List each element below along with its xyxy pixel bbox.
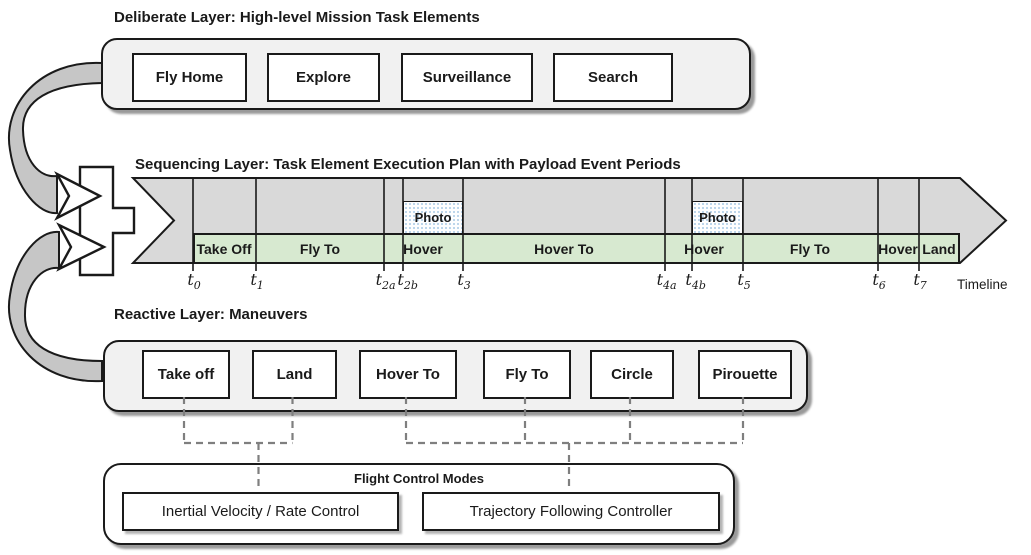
segment-label-take-off: Take Off [196, 241, 252, 257]
photo-event-box-2: Photo [692, 201, 743, 234]
tick-label-t3: t3 [457, 270, 471, 293]
tick-sub: 7 [919, 279, 927, 293]
maneuver-box-pirouette: Pirouette [698, 350, 792, 399]
tick-label-t5: t5 [737, 270, 751, 293]
tick-label-t6: t6 [872, 270, 886, 293]
tick-sub: 2b [403, 279, 418, 293]
feedback-ribbon-bottom [7, 230, 103, 383]
tick-base: t [457, 270, 464, 289]
tick-base: t [656, 270, 664, 289]
tick-base: t [872, 270, 879, 289]
tick-base: t [737, 270, 744, 289]
tick-sub: 5 [743, 279, 751, 293]
reactive-layer-title: Reactive Layer: Maneuvers [114, 306, 308, 323]
tick-base: t [913, 270, 920, 289]
tick-base: t [187, 270, 194, 289]
ribbon-arrowhead-top-icon [54, 171, 103, 221]
tick-label-t2a: t2a [375, 270, 396, 293]
tick-label-t4a: t4a [656, 270, 677, 293]
tick-sub: 1 [256, 279, 264, 293]
tick-base: t [250, 270, 257, 289]
reactive-layer-container: Take off Land Hover To Fly To Circle Pir… [103, 340, 808, 412]
tick-sub: 2a [382, 279, 396, 293]
flight-control-title: Flight Control Modes [354, 471, 484, 486]
maneuver-box-fly-to: Fly To [483, 350, 571, 399]
segment-label-hover-3: Hover [878, 241, 918, 257]
tick-label-t7: t7 [913, 270, 927, 293]
task-box-surveillance: Surveillance [401, 53, 533, 102]
segment-label-hover-to: Hover To [534, 241, 594, 257]
timeline-axis-label: Timeline [957, 277, 1008, 292]
tick-sub: 4b [691, 279, 706, 293]
deliberate-layer-container: Fly Home Explore Surveillance Search [101, 38, 751, 110]
segment-label-land: Land [922, 241, 956, 257]
tick-sub: 6 [878, 279, 886, 293]
tick-label-t2b: t2b [397, 270, 418, 293]
segment-label-hover-2: Hover [684, 241, 724, 257]
deliberate-layer-title: Deliberate Layer: High-level Mission Tas… [114, 9, 480, 26]
maneuver-box-hover-to: Hover To [359, 350, 457, 399]
tick-sub: 3 [463, 279, 471, 293]
sequencing-layer-title: Sequencing Layer: Task Element Execution… [135, 156, 681, 173]
tick-label-t1: t1 [250, 270, 264, 293]
merge-connector [78, 165, 136, 277]
flight-control-container: Flight Control Modes Inertial Velocity /… [103, 463, 735, 545]
mode-box-trajectory-following: Trajectory Following Controller [422, 492, 720, 531]
task-box-fly-home: Fly Home [132, 53, 247, 102]
maneuver-box-take-off: Take off [142, 350, 230, 399]
ribbon-arrowhead-bottom-icon [56, 222, 107, 272]
feedback-ribbon-top [7, 61, 103, 215]
execution-plan-band [193, 233, 960, 264]
tick-base: t [685, 270, 692, 289]
tick-label-t4b: t4b [685, 270, 706, 293]
tick-sub: 0 [193, 279, 201, 293]
maneuver-box-circle: Circle [590, 350, 674, 399]
task-box-explore: Explore [267, 53, 380, 102]
tick-label-t0: t0 [187, 270, 201, 293]
tick-base: t [397, 270, 404, 289]
photo-event-box-1: Photo [403, 201, 463, 234]
maneuver-box-land: Land [252, 350, 337, 399]
tick-sub: 4a [663, 279, 677, 293]
mode-box-inertial-velocity: Inertial Velocity / Rate Control [122, 492, 399, 531]
tick-base: t [375, 270, 383, 289]
segment-label-fly-to-1: Fly To [299, 241, 341, 257]
segment-label-hover-1: Hover [403, 241, 443, 257]
segment-label-fly-to-2: Fly To [789, 241, 831, 257]
task-box-search: Search [553, 53, 673, 102]
